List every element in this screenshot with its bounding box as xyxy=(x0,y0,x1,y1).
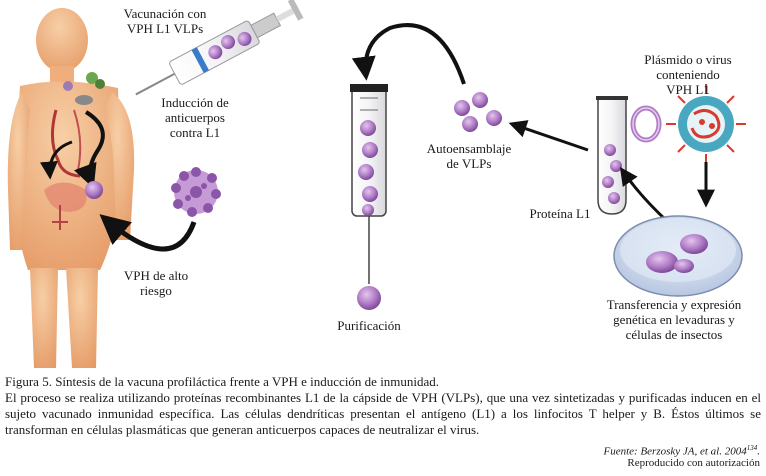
label-antibody-induction: Inducción de anticuerpos contra L1 xyxy=(161,95,229,140)
source-text: Fuente: Berzosky JA, et al. 2004 xyxy=(603,445,747,458)
arrow-icon xyxy=(99,214,197,252)
diagram-canvas xyxy=(7,0,746,368)
label-high-risk-hpv: VPH de alto riesgo xyxy=(123,268,189,298)
label-vaccination: Vacunación con VPH L1 VLPs xyxy=(123,6,207,36)
arrow-icon xyxy=(619,167,670,224)
column-tube-icon xyxy=(350,84,388,284)
source-ref: 134 xyxy=(746,444,758,452)
label-protein: Proteína L1 xyxy=(529,206,591,221)
source-citation: Fuente: Berzosky JA, et al. 2004134. xyxy=(603,444,760,458)
reproduced-note: Reproducido con autorización xyxy=(627,457,760,469)
virus-particle-icon xyxy=(666,84,746,164)
hpv-virus-icon xyxy=(171,167,221,217)
vlp-particle-icon xyxy=(454,92,502,132)
label-plasmid: Plásmido o virus conteniendo VPH L1 xyxy=(644,52,732,97)
test-tube-icon xyxy=(596,96,628,215)
vaccine-synthesis-diagram: Vacunación con VPH L1 VLPs Inducción de … xyxy=(7,0,746,368)
label-transfer: Transferencia y expresión genética en le… xyxy=(606,297,742,342)
syringe-icon xyxy=(135,0,304,96)
arrow-icon xyxy=(508,120,589,152)
vlp-particle-icon xyxy=(357,286,381,310)
arrow-icon xyxy=(351,23,466,85)
plasmid-ring-icon xyxy=(630,105,662,143)
petri-dish-icon xyxy=(613,215,743,297)
human-body-icon xyxy=(7,8,135,368)
caption-body: El proceso se realiza utilizando proteín… xyxy=(5,390,761,437)
label-purification: Purificación xyxy=(337,318,401,333)
figure-caption: Figura 5. Síntesis de la vacuna profilác… xyxy=(5,374,761,438)
caption-title: Figura 5. Síntesis de la vacuna profilác… xyxy=(5,374,440,389)
label-self-assembly: Autoensamblaje de VLPs xyxy=(426,141,512,171)
